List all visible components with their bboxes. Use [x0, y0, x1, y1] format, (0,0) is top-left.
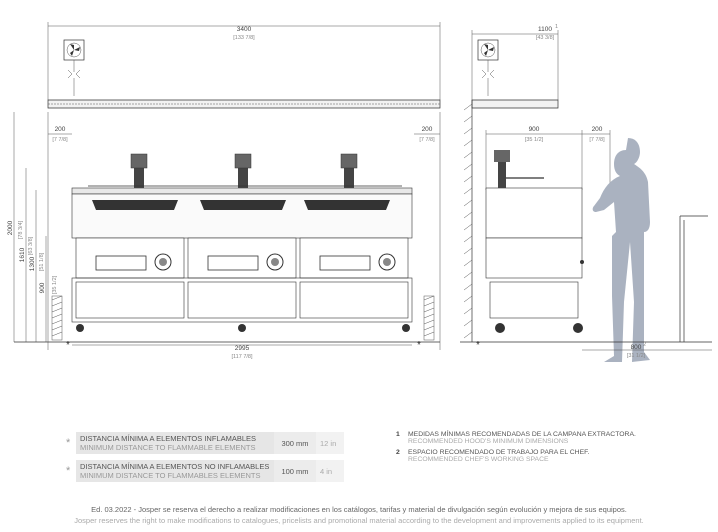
note-item: 1 MEDIDAS MÍNIMAS RECOMENDADAS DE LA CAM… — [396, 431, 696, 445]
dim-height-900: 900 — [39, 282, 46, 293]
note-text-es: MEDIDAS MÍNIMAS RECOMENDADAS DE LA CAMPA… — [408, 431, 636, 438]
asterisk-marker: * — [66, 437, 71, 449]
dim-total-width: 3400 — [237, 26, 252, 33]
note-number: 1 — [396, 431, 400, 438]
grill-front-view — [71, 153, 413, 332]
footer-disclaimer-es: Ed. 03.2022 - Josper se reserva el derec… — [91, 505, 627, 514]
row-value-in: 4 in — [316, 460, 344, 482]
distance-table: * DISTANCIA MÍNIMA A ELEMENTOS INFLAMABL… — [62, 432, 344, 482]
dim-height-1300-in: [51 1/8] — [39, 252, 45, 271]
notes-list: 1 MEDIDAS MÍNIMAS RECOMENDADAS DE LA CAM… — [396, 431, 696, 467]
back-wall — [463, 100, 473, 342]
dim-work-note: 2 — [643, 342, 646, 348]
row-value-mm: 100 mm — [274, 460, 316, 482]
dim-side-top: 900 — [529, 126, 540, 133]
extractor-fan-icon — [63, 39, 85, 61]
wall-left — [51, 295, 63, 341]
row-label-es: DISTANCIA MÍNIMA A ELEMENTOS INFLAMABLES — [80, 434, 257, 443]
asterisk-side: * — [476, 340, 480, 351]
dim-side-right: 200 — [592, 126, 603, 133]
asterisk-marker: * — [66, 465, 71, 477]
row-label-en: MINIMUM DISTANCE TO FLAMMABLE ELEMENTS — [80, 443, 256, 452]
grill-side-view — [485, 150, 584, 333]
dim-height-total: 2000 — [7, 220, 14, 235]
note-text-en: RECOMMENDED HOOD'S MINIMUM DIMENSIONS — [408, 438, 569, 445]
dim-work-space-in: [31 1/2] — [627, 353, 646, 359]
dim-hood-in: [78 3/4] — [18, 220, 24, 239]
dim-depth: 1100 — [538, 26, 552, 33]
asterisk-right: * — [417, 340, 421, 351]
note-item: 2 ESPACIO RECOMENDADO DE TRABAJO PARA EL… — [396, 449, 696, 463]
footer-disclaimer-en: Josper reserves the right to make modifi… — [74, 516, 644, 525]
row-value-mm: 300 mm — [274, 432, 316, 454]
dim-depth-note: 1 — [555, 24, 558, 30]
technical-drawing: 3400 [133 7/8] 200 [7 7/8] 200 [7 7/8] 2… — [7, 22, 712, 362]
note-text-en: RECOMMENDED CHEF'S WORKING SPACE — [408, 456, 549, 463]
row-label-es: DISTANCIA MÍNIMA A ELEMENTOS NO INFLAMAB… — [80, 462, 270, 471]
dim-base-width-in: [117 7/8] — [232, 354, 253, 360]
dim-left-clearance-in: [7 7/8] — [52, 137, 68, 143]
dim-right-clearance-in: [7 7/8] — [419, 137, 435, 143]
table-row: * DISTANCIA MÍNIMA A ELEMENTOS INFLAMABL… — [62, 432, 344, 454]
dim-base-width: 2995 — [235, 345, 250, 352]
table-row: * DISTANCIA MÍNIMA A ELEMENTOS NO INFLAM… — [62, 460, 344, 482]
dim-right-clearance: 200 — [422, 126, 433, 133]
wall-right — [423, 295, 435, 341]
dim-left-clearance: 200 — [55, 126, 66, 133]
dim-height-1300: 1300 — [29, 256, 36, 271]
extractor-fan-icon-side — [477, 39, 499, 61]
dim-total-width-in: [133 7/8] — [233, 35, 255, 41]
dim-side-top-in: [35 1/2] — [525, 137, 544, 143]
note-text-es: ESPACIO RECOMENDADO DE TRABAJO PARA EL C… — [408, 449, 590, 456]
dim-height-1610: 1610 — [19, 247, 26, 262]
asterisk-left: * — [66, 340, 70, 351]
dim-work-space: 800 — [631, 344, 642, 351]
note-number: 2 — [396, 449, 400, 456]
row-value-in: 12 in — [316, 432, 344, 454]
dim-side-right-in: [7 7/8] — [589, 137, 605, 143]
dim-height-1610-in: [63 3/8] — [28, 236, 34, 255]
chef-silhouette — [592, 138, 650, 362]
dim-height-900-in: [35 1/2] — [52, 275, 58, 294]
row-label-en: MINIMUM DISTANCE TO FLAMMABLES ELEMENTS — [80, 471, 261, 480]
dim-depth-in: [43 3/8] — [536, 35, 555, 41]
